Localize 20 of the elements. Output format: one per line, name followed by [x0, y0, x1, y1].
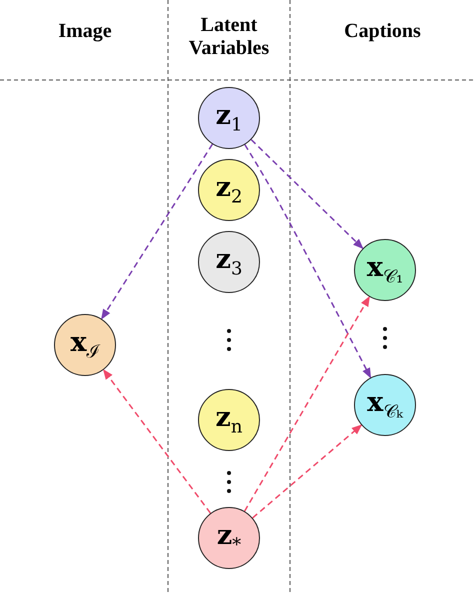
math-symbol: x$_{𝒞ₖ}$: [367, 388, 403, 422]
column-header: Latent Variables: [188, 14, 270, 60]
dashed-arrow: [252, 424, 362, 518]
math-symbol: z$_{*}$: [216, 522, 242, 554]
dashed-arrow: [244, 144, 372, 378]
variable-circle: [198, 159, 260, 221]
dashed-arrow: [102, 369, 212, 514]
dashed-arrow: [100, 144, 214, 320]
math-symbol: z$_{1}$: [216, 102, 242, 134]
column-header: Image: [57, 20, 113, 43]
math-symbol: x$_{𝒞₁}$: [366, 254, 404, 286]
variable-circle: [354, 239, 416, 301]
math-symbol: z$_{2}$: [216, 174, 242, 206]
dashed-arrow: [250, 139, 364, 250]
column-header: Captions: [343, 20, 422, 43]
dashed-arrow: [244, 296, 370, 512]
math-symbol: x$_{ℐ}$: [70, 328, 100, 362]
math-symbol: z$_{n}$: [216, 404, 242, 436]
variable-circle: [354, 374, 416, 436]
math-symbol: z$_{3}$: [216, 246, 242, 278]
